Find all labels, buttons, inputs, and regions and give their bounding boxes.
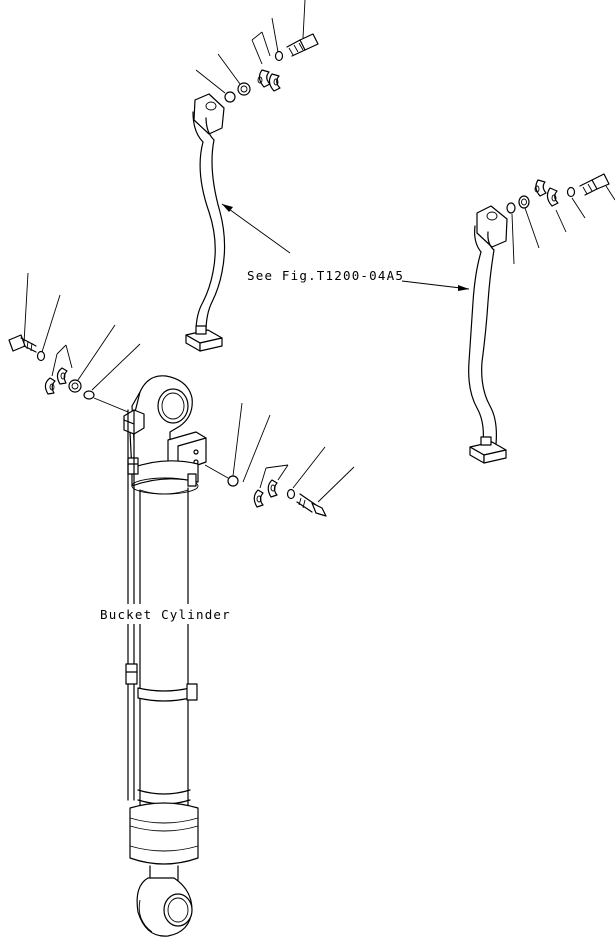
lock-washer-top: [274, 50, 284, 62]
washer-ring-top: [237, 82, 251, 96]
lock-washer-right: [566, 186, 576, 198]
split-flange-top: [257, 69, 281, 92]
bucket-cylinder: [123, 375, 207, 937]
split-flange-left: [44, 367, 68, 395]
bolt-left: [8, 334, 37, 353]
left-fittings: [8, 272, 141, 413]
reference-callout: [221, 203, 470, 291]
split-flange-right: [534, 179, 559, 207]
cylinder-label-bg: [96, 604, 230, 624]
washer-ring-right: [518, 195, 530, 209]
washer-ring-left: [68, 379, 82, 393]
bolt-top: [286, 33, 319, 57]
lock-washer-left: [36, 350, 46, 362]
bolt-right: [579, 173, 610, 196]
cylinder-label: Bucket Cylinder: [100, 607, 231, 622]
upper-hose-bottom-flange: [185, 325, 223, 352]
o-ring-right: [506, 202, 516, 214]
right-hose-bottom-flange: [469, 436, 507, 464]
upper-hose-assembly: [185, 0, 319, 352]
reference-label: See Fig.T1200-04A5: [247, 268, 404, 283]
lock-washer-head: [286, 488, 296, 500]
head-fittings: [204, 402, 355, 517]
o-ring-left: [83, 390, 95, 400]
o-ring-head: [227, 475, 239, 487]
split-flange-head: [253, 479, 278, 508]
o-ring-top: [224, 91, 236, 103]
bolt-head: [296, 493, 327, 517]
right-hose-assembly: [468, 173, 615, 464]
